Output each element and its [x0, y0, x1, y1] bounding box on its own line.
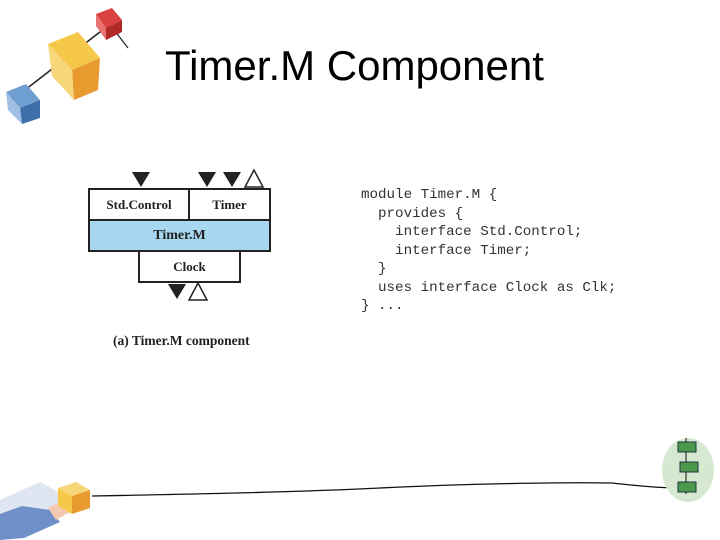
code-line: } ...: [361, 298, 404, 314]
event-arrow-icon: [187, 281, 209, 301]
code-line: module Timer.M {: [361, 187, 498, 203]
code-listing: module Timer.M { provides { interface St…: [361, 186, 616, 316]
slide-title: Timer.M Component: [165, 42, 544, 89]
component-diagram: Std.Control Timer Timer.M Clock: [80, 165, 280, 310]
clock-label: Clock: [173, 258, 206, 274]
signal-arrow-icon: [243, 168, 265, 188]
bottom-clipart-icon: [0, 438, 714, 540]
clock-box: Clock: [138, 250, 241, 283]
code-line: interface Timer;: [361, 242, 532, 259]
uses-arrow-icon: [168, 284, 186, 299]
provides-arrow-icon: [223, 172, 241, 187]
cubes-clipart-icon: [6, 8, 129, 124]
std-control-box: Std.Control: [88, 188, 190, 221]
provides-arrow-icon: [198, 172, 216, 187]
timer-m-box: Timer.M: [88, 219, 271, 252]
timer-m-label: Timer.M: [153, 227, 206, 243]
code-line: provides {: [361, 205, 464, 222]
provides-arrow-icon: [132, 172, 150, 187]
code-line: interface Std.Control;: [361, 224, 583, 240]
diagram-caption: (a) Timer.M component: [113, 333, 250, 348]
code-line: }: [361, 261, 387, 277]
code-line: uses interface Clock as Clk;: [361, 279, 617, 296]
timer-label: Timer: [212, 196, 247, 212]
timer-box: Timer: [188, 188, 271, 221]
std-control-label: Std.Control: [106, 196, 172, 212]
